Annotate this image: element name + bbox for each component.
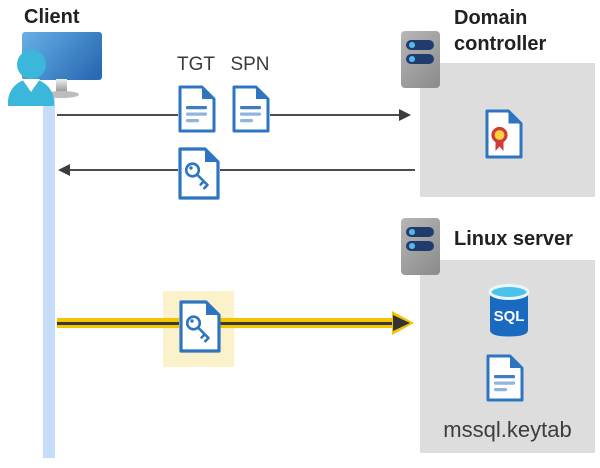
spn-document-icon <box>232 85 270 133</box>
response-arrow-line <box>68 169 178 171</box>
domain-controller-label: Domain controller <box>454 7 547 55</box>
monitor-stand-icon <box>56 79 67 93</box>
sql-text: SQL <box>494 308 525 325</box>
keytab-filename-label: mssql.keytab <box>443 417 572 442</box>
request-arrow-line <box>270 114 399 116</box>
sql-database-icon: SQL <box>488 284 530 337</box>
request-arrowhead-icon <box>399 108 411 121</box>
linux-server-label: Linux server <box>454 228 573 250</box>
response-arrowhead-icon <box>58 163 70 176</box>
request-arrow-line <box>57 114 178 116</box>
response-arrow-line <box>220 169 415 171</box>
keytab-document-icon <box>486 354 524 402</box>
sql-connection-arrow-line <box>57 318 179 328</box>
client-lifeline <box>43 94 55 458</box>
domain-controller-server-icon <box>401 31 440 88</box>
key-document-icon <box>178 147 220 200</box>
tgt-label: TGT <box>177 54 215 75</box>
tgt-document-icon <box>178 85 216 133</box>
person-icon <box>17 50 46 79</box>
monitor-stand-icon <box>45 91 79 98</box>
sql-connection-arrowhead-icon <box>393 315 410 331</box>
certificate-icon <box>485 109 523 159</box>
client-label: Client <box>24 6 80 28</box>
person-icon <box>8 79 54 106</box>
key-document-highlighted-icon <box>179 300 221 353</box>
sql-connection-arrow-line <box>220 318 396 328</box>
linux-server-icon <box>401 218 440 275</box>
spn-label: SPN <box>230 54 270 75</box>
